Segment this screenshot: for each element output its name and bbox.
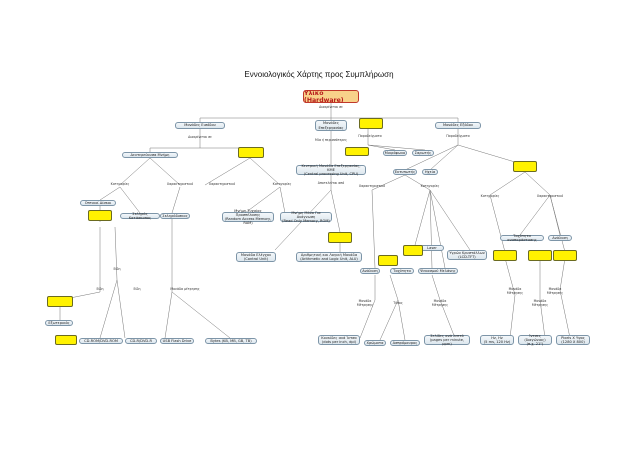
link-label: Παραδείγματα	[358, 134, 382, 138]
root-node-hardware: Υλικό (Hardware)	[303, 90, 359, 104]
node-alu: Αριθμητική και Λογική Μονάδα (Arithmetic…	[296, 252, 362, 262]
link-label: Χαρακτηριστικό	[358, 184, 386, 188]
blank-box	[328, 232, 352, 243]
link-label: Είδη	[113, 267, 121, 271]
node-resolution: Ανάλυση	[360, 268, 380, 274]
node-bytes: Bytes (KB, MB, GB, TB)	[205, 338, 257, 344]
node-speed: Ταχύτητα	[390, 268, 414, 274]
node-cd: CD-ROM/DVD-ROM	[79, 338, 123, 344]
node-dpi: Κουκίδες ανά Ίντσα (dots per inch, dpi)	[318, 335, 360, 345]
blank-box	[528, 250, 552, 261]
link-label: Μονάδα Μέτρησης	[546, 287, 564, 295]
link-label: Μονάδα μέτρησης	[170, 287, 200, 291]
blank-box	[47, 296, 73, 307]
blank-box	[55, 335, 77, 345]
node-hz: Hz, Hz (5 ms, 120 Hz)	[480, 335, 514, 345]
link-label: Μονάδα Μέτρησης	[431, 299, 449, 307]
link-label: Είδη	[96, 287, 104, 291]
blank-box	[403, 245, 423, 256]
node-bw: Ασπρόμαυρος	[390, 340, 420, 346]
node-ram: Μνήμη Τυχαίας Προσπέλασης (Random Access…	[222, 209, 274, 225]
blank-box	[513, 161, 537, 172]
node-touch: Ταχύτητα αναπαράστασης	[500, 234, 544, 242]
link-label: Χαρακτηριστικό	[536, 194, 564, 198]
node-lcd: Υγρών Κρυστάλλων (LCD-TFT)	[447, 250, 487, 260]
link-label: Μονάδα Μέτρησης	[506, 287, 524, 295]
node-rom: Μνήμη Μόνο Για Ανάγνωση (Read Only Memor…	[280, 211, 332, 223]
blank-box	[345, 147, 369, 156]
node-resolution-out: Ανάλυση	[548, 235, 572, 241]
link-label: Κατηγορίες	[480, 194, 500, 198]
blank-box	[378, 255, 398, 266]
blank-box	[238, 147, 264, 158]
node-colors: Χρώματα	[364, 340, 386, 346]
link-label: Κατηγορίες	[272, 182, 292, 186]
node-cdr: CD-R/DVD-R	[125, 338, 157, 344]
link-label: Τύπος	[393, 301, 403, 305]
node-inkjet-full: Ψεκασμού Μελάνης	[418, 268, 458, 274]
blank-box	[493, 250, 517, 261]
node-speakers: Ηχεία	[422, 169, 438, 175]
link-label: Χαρακτηριστικό	[208, 182, 236, 186]
link-label: Κατηγορίες	[420, 184, 440, 188]
page-title: Εννοιολογικός Χάρτης προς Συμπλήρωση	[244, 70, 394, 79]
link-label: Κατηγορίες	[110, 182, 130, 186]
node-hard-disk: Σκληρόδισκος	[160, 213, 190, 219]
blank-box	[553, 250, 577, 261]
link-label: Αποτελείται από	[317, 181, 345, 185]
blank-box	[88, 210, 112, 221]
node-microphone: Μικρόφωνο	[383, 150, 407, 156]
node-scanner: Σαρωτής	[412, 150, 434, 156]
node-printer: Εκτυπωτής	[393, 169, 417, 175]
node-ppm: Σελίδες ανά λεπτό (pages per minute, ppm…	[424, 334, 470, 346]
blank-box	[359, 118, 383, 129]
node-control-unit: Μονάδα Ελέγχου (Control Unit)	[236, 252, 276, 262]
node-inches: Ίντσες (διαγώνιος) (π.χ. 21")	[518, 334, 552, 346]
node-cpu: Κεντρική Μονάδα Επεξεργασίας, ΚΜΕ (Centr…	[296, 164, 366, 176]
node-secondary-memory: Δευτερεύουσα Μνήμη	[122, 152, 178, 158]
node-output-units: Μονάδες Εξόδου	[435, 122, 481, 129]
link-label: Μονάδα Μέτρησης	[531, 299, 549, 307]
node-input-units: Μονάδες Εισόδου	[175, 122, 225, 129]
link-label: Διακρίνεται σε	[188, 135, 212, 139]
link-label: Παραδείγματα	[446, 134, 470, 138]
node-optical-disks: Οπτικοί Δίσκοι	[80, 200, 116, 206]
link-label: Μία ή περισσότερες	[315, 138, 347, 142]
node-central-unit: Μονάδες Επεξεργασίας	[315, 120, 347, 131]
link-label: Μονάδα Μέτρησης	[356, 299, 374, 307]
node-pixels: Pixels X Υψος (1280 X 800)	[556, 335, 590, 345]
link-label: Διακρίνεται σε	[319, 105, 343, 109]
node-inkjet: Laser	[420, 245, 444, 251]
node-external: Εξωτερικός	[45, 320, 73, 326]
link-label: Είδη	[133, 287, 141, 291]
node-usb: USB Flash Drive	[160, 338, 194, 344]
node-flash-memory: Σκληρός Κατάσκοπος	[120, 212, 160, 220]
link-label: Χαρακτηριστικό	[166, 182, 194, 186]
